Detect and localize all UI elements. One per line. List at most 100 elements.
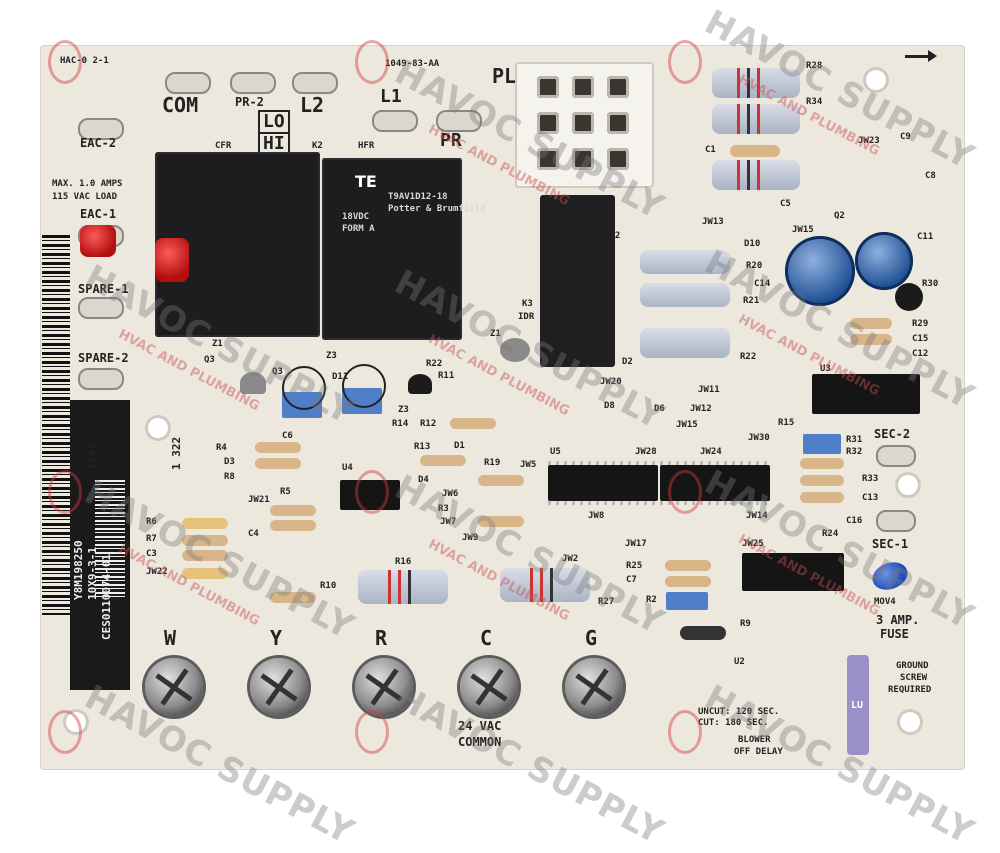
label-u1: U3 [820,364,831,374]
connector-pin [537,112,559,134]
label-d6: D2 [622,357,633,367]
label-c11: R30 [922,279,939,289]
label-r5: C4 [248,529,259,539]
connector-pin [572,76,594,98]
label-com: COM [162,93,199,117]
resistor-r30 [850,318,892,329]
label-r19: JW5 [520,460,537,470]
label-r24: R25 [626,561,643,571]
connector-pin [607,112,629,134]
spade-sec2 [876,445,916,467]
label-spare2: SPARE-2 [78,351,129,365]
label-pr: PR [440,130,462,151]
resistor-r22 [640,328,730,358]
label-r32: R33 [862,474,879,484]
label-c12: R31 [846,435,863,445]
label-r30: R29 [912,319,929,329]
label-common: COMMON [458,735,502,749]
label-d4: JW6 [442,489,459,499]
label-r15: R16 [395,557,412,567]
label-required: REQUIRED [888,685,932,695]
label-jw5: D4 [418,475,429,485]
label-r3: JW7 [440,517,457,527]
label-c6: R14 [392,419,409,429]
label-spare1: SPARE-1 [78,282,129,296]
label-d1: R13 [414,442,431,452]
resistor-r32 [800,475,844,486]
capacitor-c7 [666,592,708,610]
label-z3: Z3 [326,351,337,361]
terminal-label-y: Y [270,626,283,650]
resistor-r13 [420,455,466,466]
resistor-r33 [800,492,844,503]
watermark-logo-icon [668,710,702,754]
spade-com [165,72,211,94]
terminal-label-g: G [585,626,598,650]
resistor-r29 [850,334,892,345]
resistor-r21 [640,283,730,307]
label-d10: Q2 [834,211,845,221]
label-r9: R10 [320,581,337,591]
label-d11: Z3 [398,405,409,415]
spade-spare1 [78,297,124,319]
resistor-r7 [182,550,228,561]
label-jw25: JW15 [676,420,698,430]
label-d3: R8 [224,472,235,482]
label-q2: R11 [438,371,455,381]
barcode-strip [42,235,70,615]
label-d12: C5 [780,199,791,209]
label-c4: R6 [146,517,157,527]
vert-label-1847: 1847 [85,443,98,471]
terminal-label-w: W [164,626,177,650]
label-r10: R4 [216,443,227,453]
terminal-screw-g[interactable] [565,658,623,716]
arrow-icon [905,50,937,62]
label-blower: BLOWER [738,735,771,745]
terminal-screw-r[interactable] [355,658,413,716]
label-jw11: D10 [744,239,761,249]
label-r27: R28 [806,61,823,71]
label-r2: R9 [740,619,751,629]
watermark-logo-icon [355,710,389,754]
resistor-r15 [358,570,448,604]
terminal-screw-w[interactable] [145,658,203,716]
label-c14: C14 [754,279,771,289]
transistor [240,372,266,394]
spade-eac2 [78,118,124,140]
resistor-r19 [730,145,780,157]
label-k2: K2 [312,141,323,151]
watermark-logo-icon [355,470,389,514]
label-d8: JW11 [698,385,720,395]
label-c16: R24 [822,529,839,539]
capacitor-c12 [803,434,841,454]
resistor-r2 [680,626,726,640]
spade-l1 [372,110,418,132]
label-jw20: JW30 [748,433,770,443]
label-c10: JW12 [690,404,712,414]
relay-idr [540,195,615,367]
resistor-r28 [712,104,800,134]
resistor-r8 [270,505,316,516]
resistor-r6 [182,535,228,546]
terminal-screw-y[interactable] [250,658,308,716]
label-c7: R2 [646,595,657,605]
label-jw21: R5 [280,487,291,497]
label-q3: Z1 [490,329,501,339]
ic-u5 [742,553,844,591]
resistor-r27 [712,68,800,98]
relay-indicator [155,238,189,282]
spade-sec1 [876,510,916,532]
label-jw9: JW2 [562,554,579,564]
relay-brand: TE [355,172,377,191]
label-sec2: SEC-2 [874,427,911,441]
ic-u3 [548,461,658,505]
label-r16: R27 [598,597,615,607]
vert-label-part: Y8M198250 [72,540,85,600]
label-jw16: D6 [654,404,665,414]
label-jw6: R3 [438,504,449,514]
terminal-screw-c[interactable] [460,658,518,716]
resistor-r20 [640,250,730,274]
transistor-q2 [408,374,432,394]
watermark-logo-icon [48,40,82,84]
terminal-label-c: C [480,626,493,650]
